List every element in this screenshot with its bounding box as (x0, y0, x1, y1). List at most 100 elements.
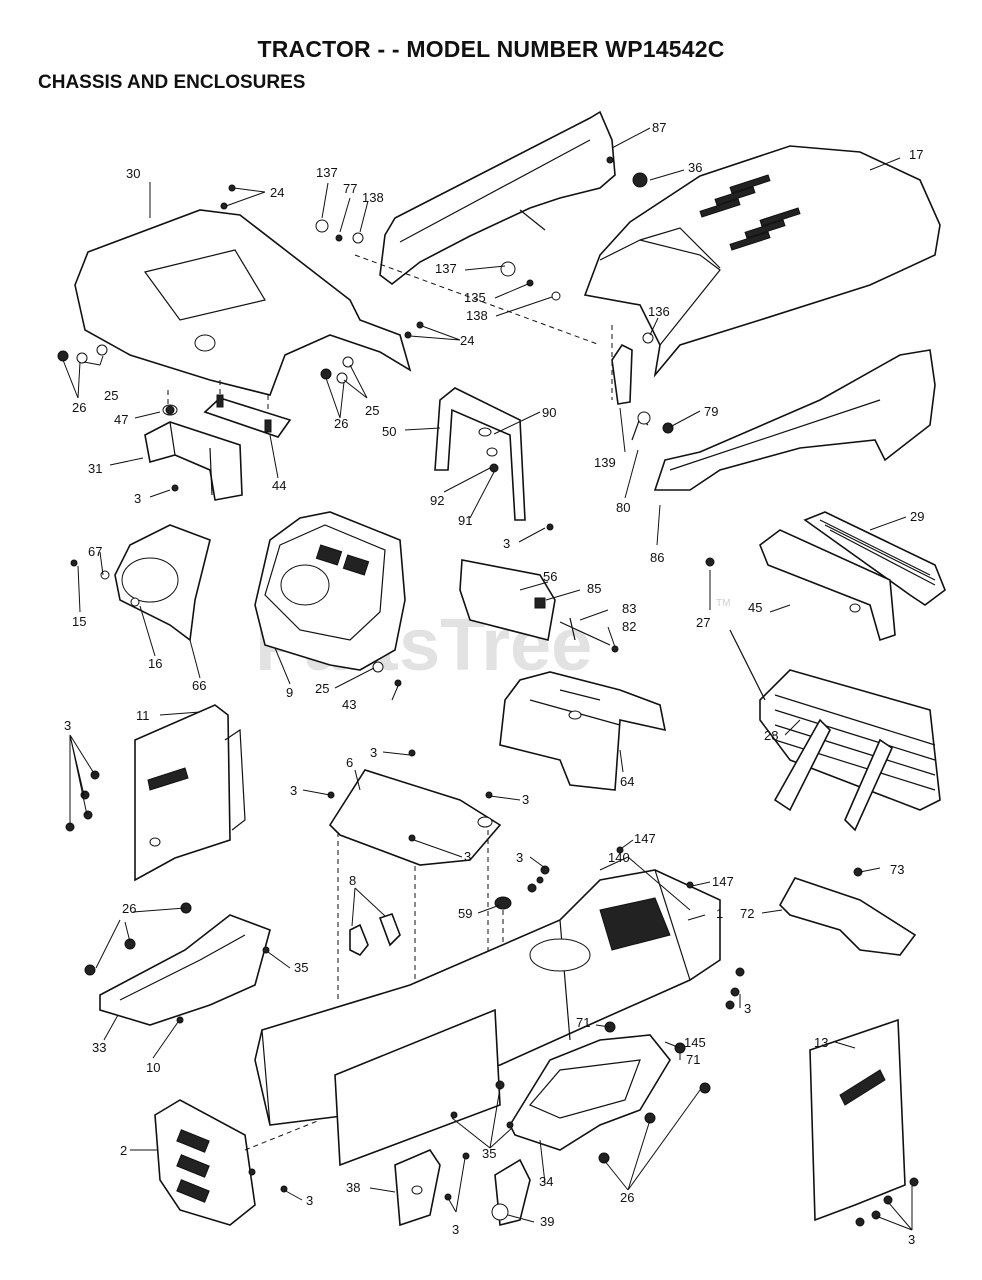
callout-137: 137 (316, 165, 338, 180)
watermark-tm: TM (716, 598, 730, 609)
part-50-support (434, 387, 526, 521)
diagram-title: TRACTOR - - MODEL NUMBER WP14542C (257, 36, 725, 62)
callout-3: 3 (464, 849, 471, 864)
callout-26: 26 (334, 416, 348, 431)
callout-85: 85 (587, 581, 601, 596)
callout-44: 44 (272, 478, 286, 493)
callout-72: 72 (740, 906, 754, 921)
fasteners (57, 156, 919, 1227)
part-13-side-plate (809, 1018, 906, 1222)
callout-3: 3 (64, 718, 71, 733)
callout-1: 1 (716, 906, 723, 921)
part-33-footrest (99, 914, 271, 1026)
callout-3: 3 (306, 1193, 313, 1208)
callout-17: 17 (909, 147, 923, 162)
part-66-shield (114, 524, 211, 642)
part-17-hood (583, 145, 941, 378)
callout-47: 47 (114, 412, 128, 427)
part-1-main-frame (254, 869, 721, 1167)
part-8-clips (349, 912, 401, 957)
part-86-hood-side (653, 349, 936, 491)
part-38-bracket (394, 1149, 441, 1227)
callout-3: 3 (134, 491, 141, 506)
callout-50: 50 (382, 424, 396, 439)
callout-90: 90 (542, 405, 556, 420)
part-39-bracket (491, 1158, 531, 1227)
callout-71: 71 (576, 1015, 590, 1030)
callout-139: 139 (594, 455, 616, 470)
callout-35: 35 (482, 1146, 496, 1161)
callout-147: 147 (634, 831, 656, 846)
part-56-bracket (459, 559, 611, 646)
callout-39: 39 (540, 1214, 554, 1229)
callout-64: 64 (620, 774, 634, 789)
callout-35: 35 (294, 960, 308, 975)
callout-33: 33 (92, 1040, 106, 1055)
callout-36: 36 (688, 160, 702, 175)
callout-3: 3 (744, 1001, 751, 1016)
callout-135: 135 (464, 290, 486, 305)
callout-77: 77 (343, 181, 357, 196)
part-64-mount (499, 671, 667, 791)
callout-24: 24 (270, 185, 284, 200)
callout-29: 29 (910, 509, 924, 524)
callout-73: 73 (890, 862, 904, 877)
callout-3: 3 (908, 1232, 915, 1247)
callout-2: 2 (120, 1143, 127, 1158)
section-heading: CHASSIS AND ENCLOSURES (38, 72, 306, 93)
callout-26: 26 (122, 901, 136, 916)
callout-138: 138 (362, 190, 384, 205)
callout-83: 83 (622, 601, 636, 616)
part-139-linkage (611, 325, 651, 441)
hood-vents (699, 174, 801, 251)
callout-38: 38 (346, 1180, 360, 1195)
part-28-bumper (729, 629, 941, 832)
callout-147: 147 (712, 874, 734, 889)
callout-30: 30 (126, 166, 140, 181)
callout-13: 13 (814, 1035, 828, 1050)
callout-3: 3 (290, 783, 297, 798)
callout-86: 86 (650, 550, 664, 565)
callout-80: 80 (616, 500, 630, 515)
callout-26: 26 (620, 1190, 634, 1205)
callout-8: 8 (349, 873, 356, 888)
callout-3: 3 (452, 1222, 459, 1237)
callout-145: 145 (684, 1035, 706, 1050)
callout-82: 82 (622, 619, 636, 634)
callout-26: 26 (72, 400, 86, 415)
callout-91: 91 (458, 513, 472, 528)
callout-71: 71 (686, 1052, 700, 1067)
callout-137: 137 (435, 261, 457, 276)
part-87-side-panel (354, 110, 616, 346)
callout-45: 45 (748, 600, 762, 615)
callout-25: 25 (315, 681, 329, 696)
callout-28: 28 (764, 728, 778, 743)
part-45-grille-frame (759, 529, 896, 642)
callout-56: 56 (543, 569, 557, 584)
callout-24: 24 (460, 333, 474, 348)
callout-15: 15 (72, 614, 86, 629)
callout-3: 3 (370, 745, 377, 760)
part-44-plate (203, 394, 292, 438)
callout-136: 136 (648, 304, 670, 319)
part-34-platform (509, 1034, 671, 1151)
callout-9: 9 (286, 685, 293, 700)
callout-79: 79 (704, 404, 718, 419)
callout-10: 10 (146, 1060, 160, 1075)
callout-67: 67 (88, 544, 102, 559)
callout-138: 138 (466, 308, 488, 323)
callout-3: 3 (522, 792, 529, 807)
part-9-console (254, 511, 406, 671)
part-6-plate (328, 769, 502, 1000)
leader-lines (62, 127, 913, 1231)
part-72-bracket (779, 877, 917, 956)
part-2-front-plate (154, 1099, 321, 1226)
callout-43: 43 (342, 697, 356, 712)
callout-labels: 87 36 17 137 77 138 30 24 24 137 135 138… (64, 120, 924, 1247)
callout-31: 31 (88, 461, 102, 476)
callout-11: 11 (136, 708, 150, 723)
callout-3: 3 (516, 850, 523, 865)
callout-92: 92 (430, 493, 444, 508)
callout-25: 25 (104, 388, 118, 403)
